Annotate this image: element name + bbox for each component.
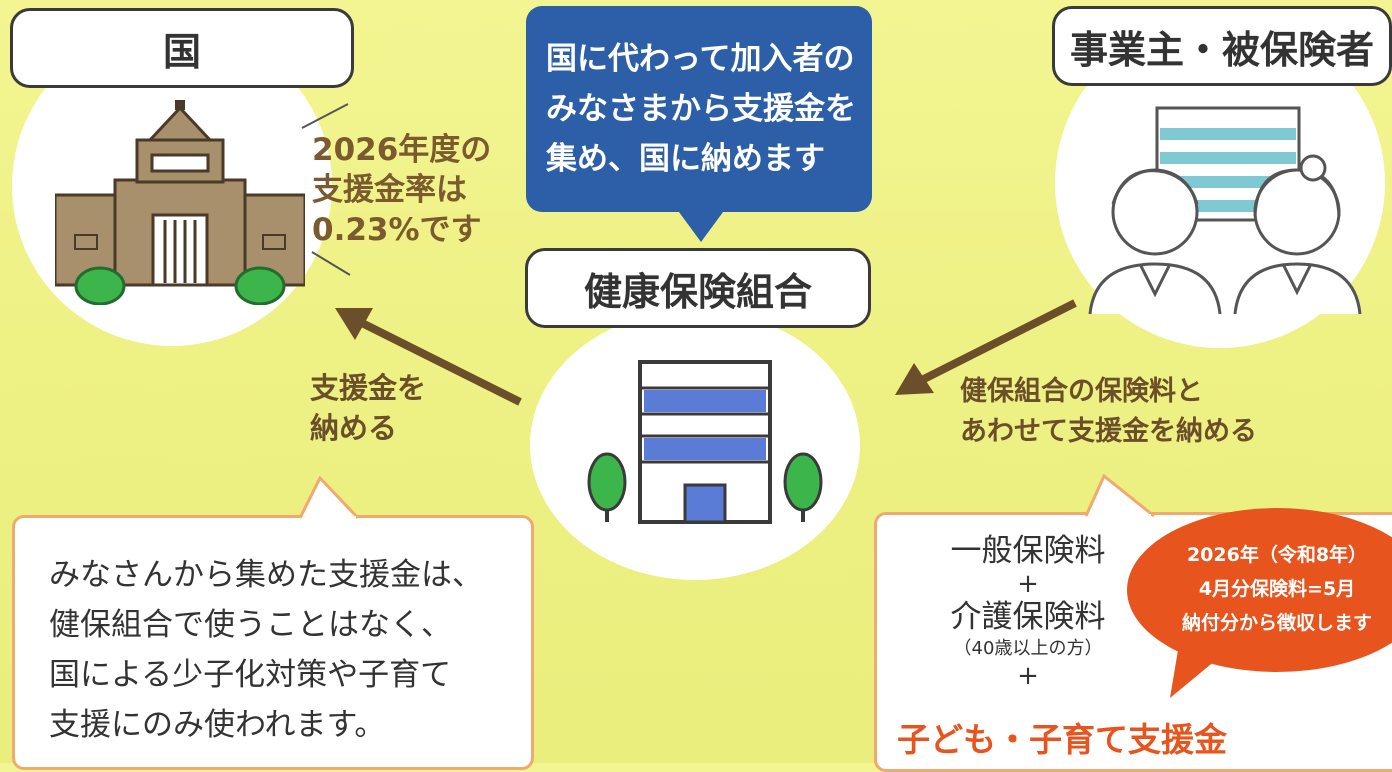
flow-to-insurer-label: 健保組合の保険料と あわせて支援金を納める xyxy=(960,372,1257,452)
diet-building-icon xyxy=(55,100,305,305)
insurer-label: 健康保険組合 xyxy=(525,248,871,328)
collection-start-line: 2026年（令和8年） xyxy=(1186,544,1368,566)
care-premium-note: （40歳以上の方） xyxy=(953,638,1103,659)
insurer-role-line: みなさまから支援金を xyxy=(546,91,856,127)
support-rate-note: 2026年度の 支援金率は 0.23%です xyxy=(312,130,491,250)
child-support-levy: 子ども・子育て支援金 xyxy=(897,720,1227,759)
bubble-tail xyxy=(676,208,726,242)
collection-start-line: 納付分から徴収します xyxy=(1181,612,1372,634)
flow-to-country-line: 支援金を xyxy=(310,371,427,405)
usage-note-text: みなさんから集めた支援金は、 健保組合で使うことはなく、 国による少子化対策や子… xyxy=(49,550,483,750)
care-premium: 介護保険料 xyxy=(950,599,1106,635)
premium-breakdown-tail xyxy=(1084,474,1155,518)
country-label: 国 xyxy=(10,8,354,88)
arrow-to-country xyxy=(335,308,522,406)
flow-to-insurer-line: あわせて支援金を納める xyxy=(960,416,1257,447)
usage-note-line: 国による少子化対策や子育て xyxy=(49,657,452,693)
plus-sign: + xyxy=(1017,569,1039,599)
support-rate-line: 支援金率は xyxy=(312,172,467,208)
usage-note-line: 支援にのみ使われます。 xyxy=(49,707,386,743)
plus-sign: + xyxy=(1017,661,1039,691)
rate-note-lines xyxy=(301,103,351,276)
office-building-icon xyxy=(587,360,823,524)
insurer-role-line: 集め、国に納めます xyxy=(546,141,825,177)
members-label-text: 事業主・被保険者 xyxy=(1069,27,1374,72)
usage-note-line: みなさんから集めた支援金は、 xyxy=(49,557,483,593)
insurer-label-text: 健康保険組合 xyxy=(583,269,812,314)
usage-note-box: みなさんから集めた支援金は、 健保組合で使うことはなく、 国による少子化対策や子… xyxy=(12,515,534,770)
support-rate-line: 2026年度の xyxy=(312,132,492,168)
employer-employee-icon xyxy=(1088,106,1362,315)
arrow-to-insurer xyxy=(895,299,1077,395)
collection-start-line: 4月分保険料=5月 xyxy=(1198,578,1356,600)
general-premium: 一般保険料 xyxy=(950,533,1106,569)
usage-note-line: 健保組合で使うことはなく、 xyxy=(49,607,452,643)
country-label-text: 国 xyxy=(162,29,201,74)
flow-to-country-line: 納める xyxy=(310,411,398,445)
usage-note-tail xyxy=(300,476,360,520)
premium-breakdown-list: 一般保険料 + 介護保険料 （40歳以上の方） + xyxy=(903,531,1153,691)
collection-start-bubble: 2026年（令和8年） 4月分保険料=5月 納付分から徴収します xyxy=(1127,508,1392,672)
insurer-role-line: 国に代わって加入者の xyxy=(546,41,855,77)
insurer-role-bubble: 国に代わって加入者の みなさまから支援金を 集め、国に納めます xyxy=(526,6,872,212)
flow-to-country-label: 支援金を 納める xyxy=(310,368,426,448)
support-rate-line: 0.23%です xyxy=(312,212,482,248)
flow-to-insurer-line: 健保組合の保険料と xyxy=(960,376,1203,407)
collection-start-tail xyxy=(1170,650,1216,698)
members-label: 事業主・被保険者 xyxy=(1052,6,1392,86)
